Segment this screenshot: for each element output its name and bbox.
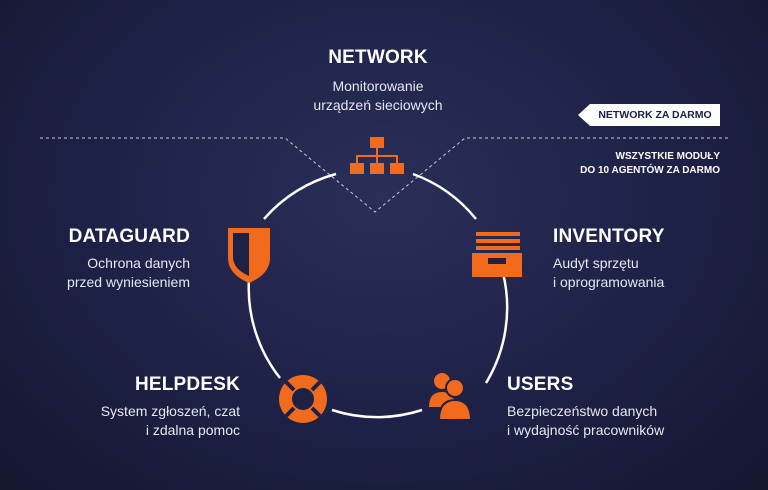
network-desc-line2: urządzeń sieciowych — [313, 97, 443, 113]
network-title: NETWORK — [328, 47, 428, 68]
module-network: NETWORK Monitorowanie urządzeń sieciowyc… — [268, 47, 488, 115]
inventory-desc-line2: i oprogramowania — [553, 274, 665, 290]
module-users: USERS Bezpieczeństwo danych i wydajność … — [507, 374, 727, 440]
users-desc-line2: i wydajność pracowników — [507, 422, 665, 438]
module-dataguard: DATAGUARD Ochrona danych przed wyniesien… — [30, 226, 190, 292]
dashed-divider — [40, 137, 730, 213]
inbox-tray-icon — [472, 232, 522, 277]
module-inventory: INVENTORY Audyt sprzętu i oprogramowania — [553, 226, 753, 292]
shield-icon — [228, 228, 270, 283]
network-desc-line1: Monitorowanie — [332, 78, 424, 94]
helpdesk-title: HELPDESK — [134, 374, 240, 395]
users-title: USERS — [507, 374, 574, 395]
helpdesk-desc-line2: i zdalna pomoc — [145, 422, 240, 438]
dataguard-title: DATAGUARD — [68, 226, 190, 247]
note-line1: WSZYSTKIE MODUŁY — [615, 151, 720, 162]
cycle-ring — [247, 172, 509, 419]
module-helpdesk: HELPDESK System zgłoszeń, czat i zdalna … — [40, 374, 240, 440]
lifebuoy-icon — [279, 375, 327, 423]
note-line2: DO 10 AGENTÓW ZA DARMO — [580, 165, 720, 176]
helpdesk-desc-line1: System zgłoszeń, czat — [100, 403, 240, 419]
dataguard-desc-line2: przed wyniesieniem — [67, 274, 190, 290]
free-agents-note: WSZYSTKIE MODUŁY DO 10 AGENTÓW ZA DARMO — [520, 150, 720, 178]
users-desc-line1: Bezpieczeństwo danych — [507, 403, 658, 419]
inventory-desc-line1: Audyt sprzętu — [553, 255, 639, 271]
network-free-badge: NETWORK ZA DARMO — [590, 104, 720, 126]
badge-arrow — [578, 104, 590, 126]
network-hierarchy-icon — [350, 137, 404, 174]
dataguard-desc-line1: Ochrona danych — [87, 255, 190, 271]
inventory-title: INVENTORY — [553, 226, 665, 247]
users-icon — [429, 373, 473, 421]
